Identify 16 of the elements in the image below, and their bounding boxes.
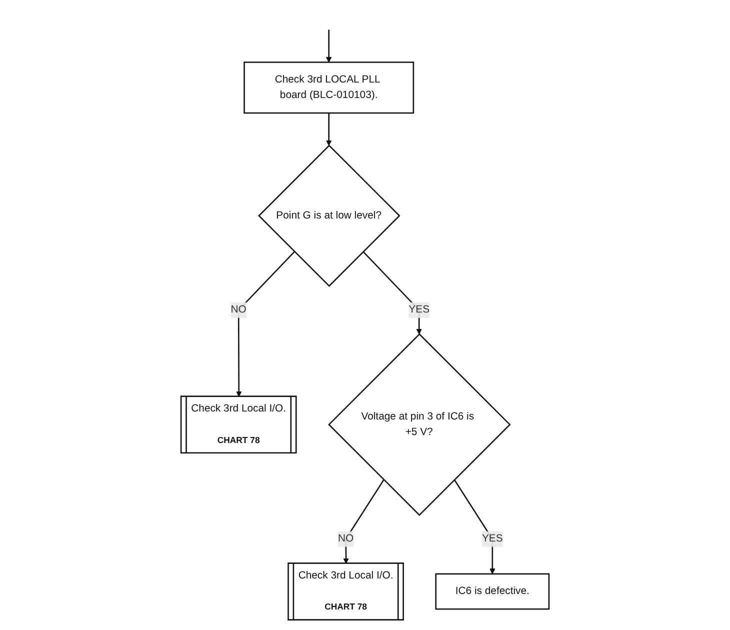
arrow [236,251,295,397]
node-label: CHART 78 [324,602,367,612]
arrow [454,479,496,574]
edge-label: NO [338,533,354,544]
node-diamond: Voltage at pin 3 of IC6 is +5 V? [328,333,511,516]
node-box: Check 3rd LOCAL PLL board (BLC-010103). [244,62,414,114]
arrow [343,479,384,564]
node-label: CHART 78 [217,435,260,445]
edge-label: YES [482,533,503,544]
arrow [326,113,332,146]
node-box: IC6 is defective. [435,573,550,610]
arrow [362,251,422,334]
edge-label: NO [230,304,246,316]
node-diamond: Point G is at low level? [258,144,400,287]
edge-label: YES [408,304,430,316]
arrow [326,30,332,63]
